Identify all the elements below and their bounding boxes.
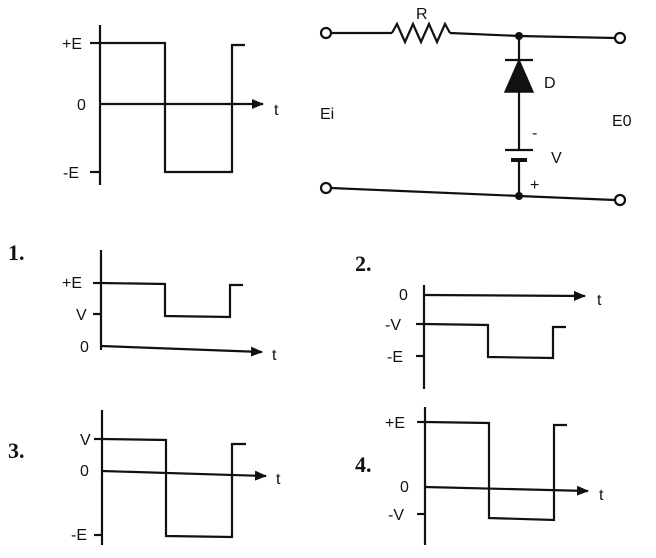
option-2-label-t: t [597, 292, 602, 309]
option-3-wave [101, 437, 246, 539]
wire-bottom-left [330, 186, 520, 198]
option-2-t-axis [423, 290, 586, 301]
option-4[interactable]: 4. +E 0 -V t [355, 407, 604, 545]
input-square-wave [100, 41, 245, 174]
option-3[interactable]: 3. V 0 -E t [8, 410, 281, 545]
option-4-wave [424, 420, 567, 522]
input-waveform: +E 0 -E t [62, 25, 279, 185]
option-4-number: 4. [355, 452, 372, 477]
option-1[interactable]: 1. +E V 0 t [8, 240, 277, 364]
option-1-number: 1. [8, 240, 25, 265]
input-voltage-label: Ei [320, 106, 334, 123]
option-3-number: 3. [8, 438, 25, 463]
input-label-pos-e: +E [62, 36, 82, 53]
option-4-label-t: t [599, 487, 604, 504]
option-1-wave [100, 281, 243, 319]
input-label-t: t [274, 102, 279, 119]
output-voltage-label: E0 [612, 113, 632, 130]
option-1-label-top: +E [62, 275, 82, 292]
input-terminal-bottom [319, 181, 333, 195]
option-3-label-mid: 0 [80, 463, 89, 480]
wire-top-mid [449, 31, 520, 38]
resistor [391, 21, 451, 45]
input-label-neg-e: -E [63, 165, 79, 182]
input-terminal-top [319, 26, 333, 40]
option-1-t-axis [100, 344, 263, 357]
option-4-label-top: +E [385, 415, 405, 432]
output-terminal-top [613, 31, 627, 45]
clipper-circuit: R D Ei E0 V - + [319, 6, 632, 207]
option-2-label-mid: -V [385, 317, 401, 334]
option-1-label-mid: V [76, 307, 87, 324]
option-3-label-top: V [80, 432, 91, 449]
option-1-label-t: t [272, 347, 277, 364]
option-3-t-axis [101, 469, 267, 481]
option-3-label-bottom: -E [71, 527, 87, 544]
option-2-label-top: 0 [399, 287, 408, 304]
option-2-number: 2. [355, 251, 372, 276]
option-4-label-bottom: -V [388, 507, 404, 524]
output-terminal-bottom [613, 193, 627, 207]
option-4-t-axis [424, 485, 589, 496]
option-2[interactable]: 2. 0 -V -E t [355, 251, 602, 389]
diode-label: D [544, 75, 556, 92]
option-3-label-t: t [276, 471, 281, 488]
option-4-label-mid: 0 [400, 479, 409, 496]
battery-label: V [551, 150, 562, 167]
battery-plus-sign: + [530, 177, 539, 194]
wire-top-right [518, 34, 616, 40]
junction-bottom [515, 192, 523, 200]
input-label-zero: 0 [77, 97, 86, 114]
option-2-label-bottom: -E [387, 349, 403, 366]
diode [503, 58, 535, 93]
option-1-label-bottom: 0 [80, 339, 89, 356]
resistor-label: R [416, 6, 428, 23]
wire-bottom-right [518, 194, 616, 202]
battery-minus-sign: - [532, 125, 537, 142]
option-2-wave [423, 322, 566, 360]
